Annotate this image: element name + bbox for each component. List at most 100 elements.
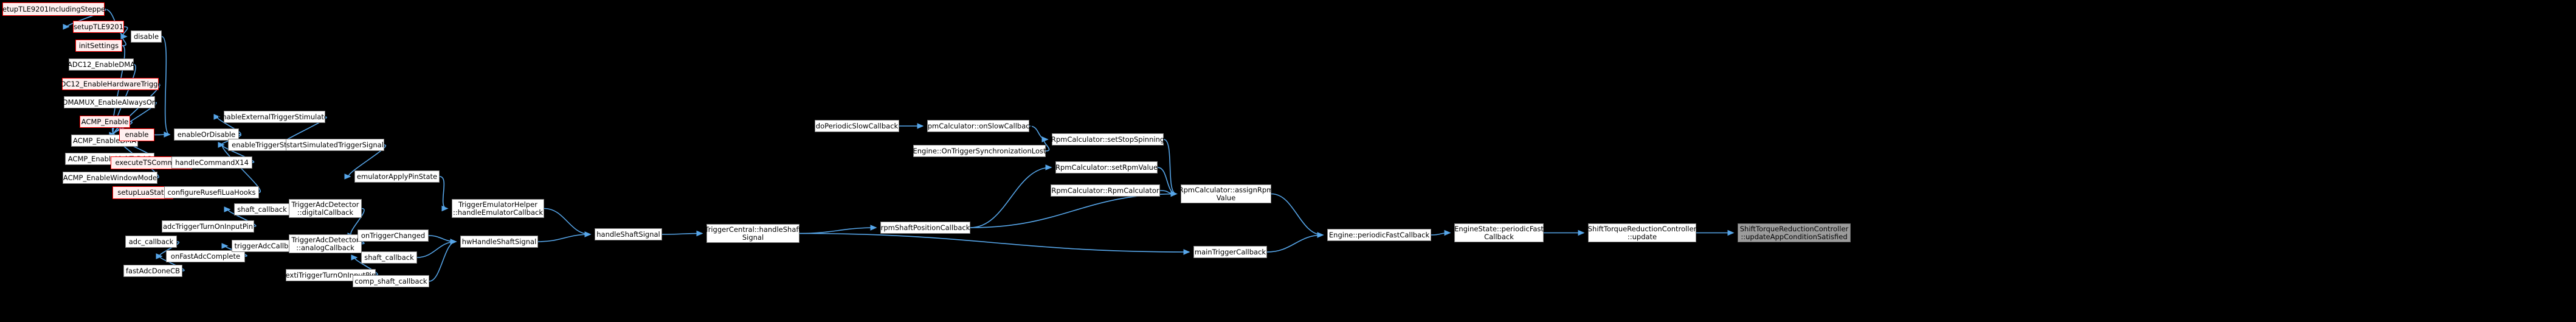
graph-node-label: onFastAdcComplete [170,251,241,261]
graph-edge [218,142,261,193]
graph-node-label: handleCommandX14 [175,158,249,167]
graph-edge [1159,190,1178,197]
graph-node[interactable]: EngineState::periodicFast Callback [1454,223,1544,242]
graph-edge [161,36,171,138]
graph-node-label: RpmCalculator::onSlowCallback [922,121,1034,130]
graph-node[interactable]: handleShaftSignal [595,228,662,240]
graph-node[interactable]: mainTriggerCallback [1193,246,1267,258]
graph-node-label: initSettings [78,41,119,50]
graph-node[interactable]: doPeriodicSlowCallback [815,120,899,132]
graph-node-label: enableExternalTriggerStimulator [218,112,331,121]
graph-node[interactable]: setupTLE9201IncludingStepper [0,2,108,16]
graph-node-label: RpmCalculator::RpmCalculator [1051,186,1159,195]
graph-node-label: mainTriggerCallback [1194,247,1266,256]
graph-node[interactable]: RpmCalculator::assignRpm Value [1178,184,1274,203]
graph-edge [1431,229,1451,236]
graph-node[interactable]: startSimulatedTriggerSignal [286,139,384,151]
graph-node-label: adc_callback [128,237,174,246]
graph-node[interactable]: adcTriggerTurnOnInputPin [162,220,254,233]
graph-node-label: shaft_callback [364,253,414,262]
graph-node-label: ShiftTorqueReductionController ::update [1587,225,1697,241]
graph-edge [1163,139,1178,197]
graph-edge [344,144,387,180]
graph-edge [970,191,1178,228]
graph-node[interactable]: configureRusefiLuaHooks [164,186,259,198]
graph-node[interactable]: hwHandleShaftSignal [460,236,538,248]
graph-node-label: executeTSCommand [115,158,188,167]
graph-edge [1041,136,1050,152]
graph-edge [439,176,449,212]
graph-node[interactable]: fastAdcDoneCB [123,265,182,277]
graph-edge [661,230,703,237]
graph-node-label: onTriggerChanged [361,231,426,240]
graph-node[interactable]: enableOrDisable [174,128,239,141]
graph-node[interactable]: enable [119,128,154,141]
graph-node[interactable]: ADC12_EnableDMA [67,58,135,71]
graph-node[interactable]: comp_shaft_callback [353,275,429,287]
graph-edge [429,239,457,282]
graph-edge [120,33,128,46]
graph-node[interactable]: triggerAdcCallback [232,240,303,252]
graph-node[interactable]: adc_callback [125,236,177,248]
graph-node[interactable]: ACMP_Enable [80,116,130,128]
graph-node-label: rpmShaftPositionCallback [880,223,970,232]
graph-node[interactable]: setupTLE9201 [73,21,124,33]
graph-node[interactable]: RpmCalculator::setRpmValue [1055,161,1158,173]
graph-node-label: startSimulatedTriggerSignal [286,140,384,149]
graph-node-label: TriggerAdcDetector ::digitalCallback [291,200,359,217]
graph-node[interactable]: onTriggerChanged [357,229,429,242]
graph-node[interactable]: TriggerAdcDetector ::analogCallback [289,234,362,253]
graph-edge [537,231,592,242]
graph-node[interactable]: enableExternalTriggerStimulator [218,111,331,123]
graph-node-label: shaft_callback [237,205,287,214]
graph-node[interactable]: TriggerCentral::handleShaft Signal [705,224,801,243]
graph-node-label: ADC12_EnableDMA [67,60,135,69]
graph-node-label: RpmCalculator::assignRpm Value [1178,186,1274,202]
graph-edge [544,208,592,237]
graph-node[interactable]: initSettings [75,40,122,52]
graph-node[interactable]: ADC12_EnableHardwareTrigger [56,78,165,90]
graph-node[interactable]: RpmCalculator::setStopSpinning [1051,133,1164,145]
graph-node[interactable]: RpmCalculator::onSlowCallback [923,120,1034,132]
graph-node-label: setupLuaState [117,188,168,197]
graph-node-label: ACMP_EnableWindowMode [63,173,157,182]
graph-node[interactable]: Engine::periodicFastCallback [1327,229,1431,241]
graph-node-label: ACMP_Enable [81,117,129,126]
graph-node[interactable]: TriggerAdcDetector ::digitalCallback [289,199,362,218]
graph-node-label: enable [125,130,149,139]
graph-node[interactable]: emulatorApplyPinState [354,170,440,183]
graph-node-label: Engine::periodicFastCallback [1328,230,1430,239]
graph-edge [1157,167,1178,197]
graph-node-label: disable [133,32,159,41]
graph-node[interactable]: ShiftTorqueReductionController ::update [1588,223,1696,242]
graph-edge [63,9,107,30]
graph-node-label: doPeriodicSlowCallback [815,121,899,130]
graph-node-label: fastAdcDoneCB [125,266,181,275]
graph-node-label: configureRusefiLuaHooks [167,187,256,197]
graph-node[interactable]: RpmCalculator::RpmCalculator [1051,184,1160,197]
graph-node[interactable]: DMAMUX_EnableAlwaysOn [63,96,156,108]
graph-node-label: comp_shaft_callback [354,276,427,285]
graph-node-label: setupTLE9201IncludingStepper [0,4,108,13]
graph-node[interactable]: handleCommandX14 [171,156,252,169]
graph-node-label: hwHandleShaftSignal [461,237,537,246]
graph-node-label: adcTriggerTurnOnInputPin [163,222,253,231]
graph-node[interactable]: TriggerEmulatorHelper ::handleEmulatorCa… [452,199,544,218]
graph-node-label: RpmCalculator::setRpmValue [1055,163,1158,172]
graph-node[interactable]: rpmShaftPositionCallback [880,222,970,234]
graph-edge [1271,193,1324,238]
graph-node[interactable]: onFastAdcComplete [166,250,245,262]
graph-edge [416,239,457,258]
graph-node-label: TriggerAdcDetector ::analogCallback [291,236,359,252]
graph-node[interactable]: Engine::OnTriggerSynchronizationLost [913,145,1046,157]
graph-edge [213,114,241,135]
graph-node[interactable]: setupLuaState [112,186,173,199]
graph-node[interactable]: ACMP_EnableWindowMode [63,172,157,184]
graph-edge [156,253,185,271]
graph-node[interactable]: disable [131,30,162,43]
graph-node[interactable]: shaft_callback [234,203,290,215]
graph-node[interactable]: shaft_callback [361,251,417,264]
graph-edge [970,164,1052,228]
graph-node[interactable]: ShiftTorqueReductionController ::updateA… [1738,223,1851,242]
